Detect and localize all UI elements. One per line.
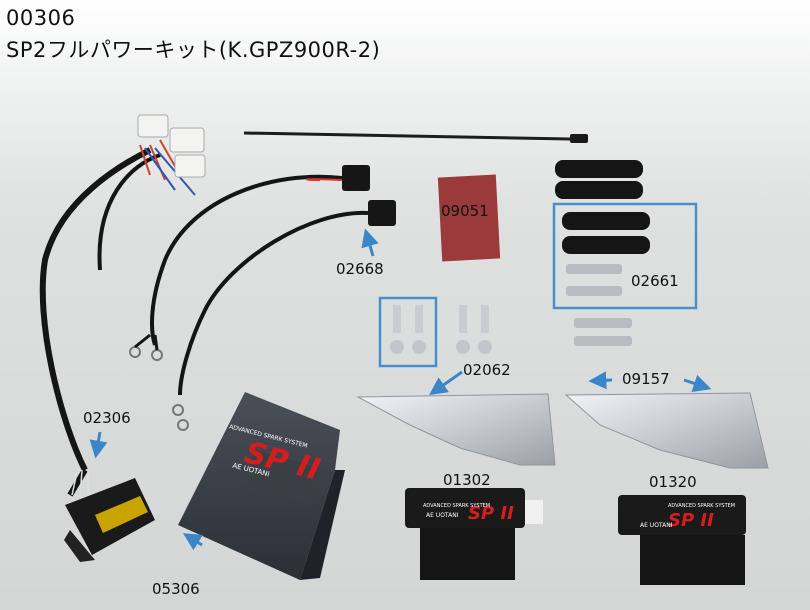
callout-arrows <box>89 228 712 551</box>
label-02661: 02661 <box>631 272 679 290</box>
label-02306: 02306 <box>83 409 131 427</box>
bolts-boxed <box>390 305 426 354</box>
bracket-right <box>564 392 769 469</box>
label-02062: 02062 <box>463 361 511 379</box>
label-02668: 02668 <box>336 260 384 278</box>
label-01320: 01320 <box>649 473 697 491</box>
coil-right-maker-text: AE UOTANI <box>640 522 673 529</box>
label-09157: 09157 <box>622 370 670 388</box>
plug-caps-loose <box>555 160 643 199</box>
label-01302: 01302 <box>443 471 491 489</box>
part-number-title: 00306 <box>6 6 76 30</box>
ignition-coil-left <box>405 488 543 580</box>
cable-tie <box>243 131 588 143</box>
highlight-box-02062 <box>378 296 438 368</box>
coil-left-maker-text: AE UOTANI <box>426 512 459 519</box>
highlight-box-02661 <box>552 202 698 310</box>
ignition-coil-right <box>618 495 746 585</box>
coil-right-brand-logo: SP II <box>668 510 714 531</box>
product-title: SP2フルパワーキット(K.GPZ900R-2) <box>6 38 381 62</box>
label-05306: 05306 <box>152 580 200 598</box>
coil-right-system-text: ADVANCED SPARK SYSTEM <box>668 503 736 509</box>
sub-harness <box>129 165 396 431</box>
coil-left-brand-logo: SP II <box>468 503 514 524</box>
label-09051: 09051 <box>441 202 489 220</box>
bolts-loose <box>456 305 492 354</box>
cdi-unit <box>178 392 345 580</box>
main-harness <box>39 114 206 562</box>
bracket-left <box>356 393 556 466</box>
coil-left-system-text: ADVANCED SPARK SYSTEM <box>423 503 491 509</box>
terminals-loose <box>574 318 632 346</box>
caps-group-boxed <box>562 212 650 296</box>
adhesive-pad <box>437 174 501 262</box>
